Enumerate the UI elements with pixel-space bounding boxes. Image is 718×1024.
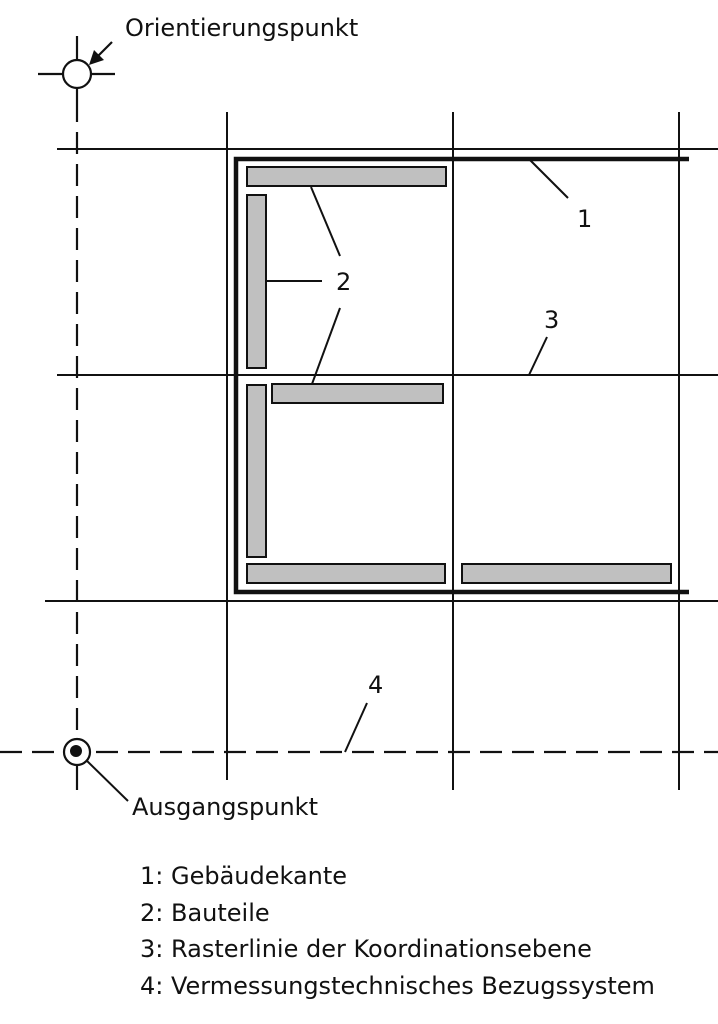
orientation-point-symbol: [38, 36, 115, 100]
callout-3: 3: [544, 306, 560, 334]
component-middle-beam: [271, 383, 444, 404]
callout-2: 2: [336, 268, 352, 296]
callout-4: 4: [368, 671, 384, 699]
callout-1: 1: [577, 205, 593, 233]
component-bottom-beam-right: [461, 563, 672, 584]
legend-item-1: 1: Gebäudekante: [140, 862, 348, 890]
survey-reference-system: [0, 100, 718, 754]
origin-point-label: Ausgangspunkt: [132, 793, 318, 821]
orientation-arrow-shaft: [96, 41, 113, 58]
leader-2a: [310, 186, 341, 257]
grid-lines: [45, 112, 718, 790]
origin-point-dot: [70, 745, 82, 757]
legend-item-2: 2: Bauteile: [140, 898, 270, 927]
legend-item-4: 4: Vermessungstechnisches Bezugssystem: [140, 971, 655, 1000]
component-bottom-beam-left: [246, 563, 446, 584]
component-left-wall-lower: [246, 384, 267, 558]
building-edge: [233, 156, 689, 595]
legend: 1: Gebäudekante 2: Bauteile 3: Rasterlin…: [140, 858, 655, 1004]
components: [246, 166, 672, 584]
leader-lines: [83, 159, 569, 802]
leader-3: [528, 336, 548, 376]
arrow-head-icon: [89, 50, 104, 65]
leader-2c: [311, 307, 341, 385]
leader-4: [344, 702, 368, 753]
leader-1: [529, 159, 569, 199]
orientation-point-label: Orientierungspunkt: [125, 14, 359, 42]
orientation-point-icon: [61, 58, 93, 90]
origin-point-symbol: [62, 737, 92, 767]
legend-item-3: 3: Rasterlinie der Koordinationsebene: [140, 935, 592, 963]
component-top-beam: [246, 166, 447, 187]
leader-origin: [83, 757, 129, 802]
component-left-wall-upper: [246, 194, 267, 369]
